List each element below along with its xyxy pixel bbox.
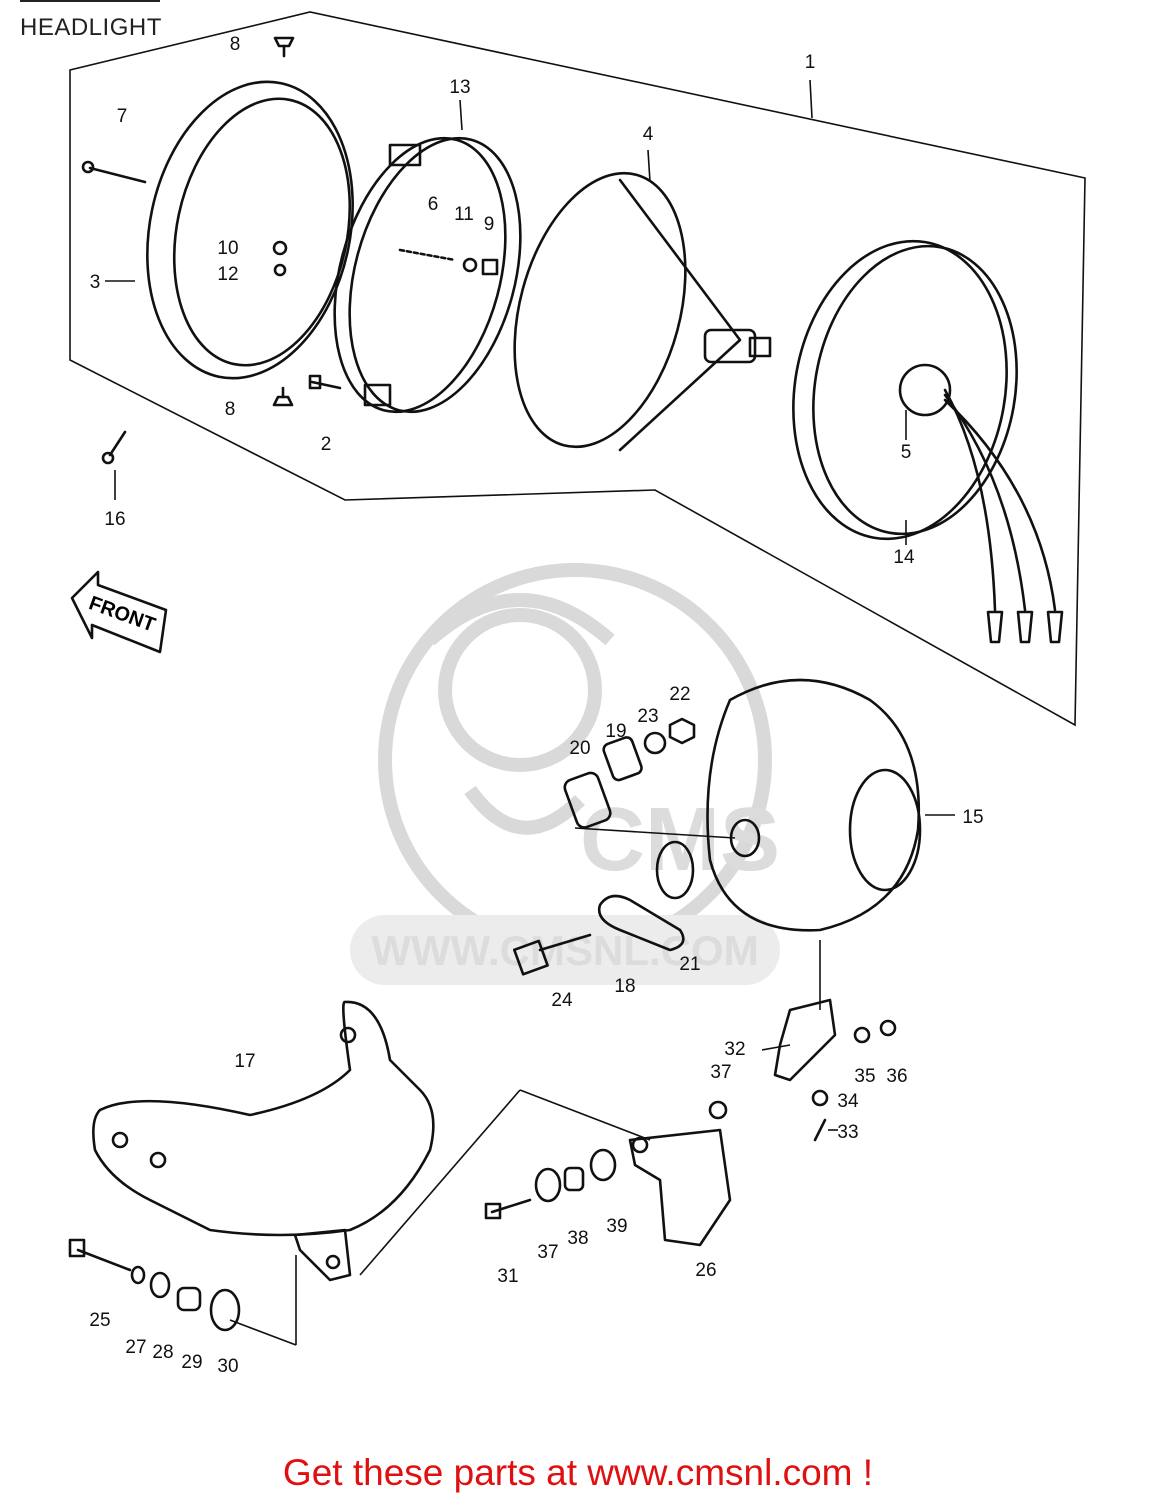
headlight-stay-part — [92, 1000, 435, 1282]
mounting-ring-part — [333, 136, 522, 414]
page-title: HEADLIGHT — [20, 14, 162, 41]
front-label: FRONT — [86, 592, 158, 636]
callout-3: 3 — [90, 272, 101, 293]
callout-39: 39 — [606, 1216, 627, 1237]
callout-numbers: 1 2 3 4 5 6 7 8 8 9 10 11 12 13 14 15 16… — [89, 34, 983, 1377]
callout-36: 36 — [886, 1066, 907, 1087]
callout-32: 32 — [724, 1039, 745, 1060]
cms-watermark-logo: CMS WWW.CMSNL.COM — [350, 563, 780, 985]
rim-part — [146, 80, 354, 380]
callout-37-left: 37 — [537, 1242, 558, 1263]
callout-10: 10 — [217, 238, 238, 259]
callout-4: 4 — [643, 124, 654, 145]
front-direction-arrow: FRONT — [70, 570, 168, 654]
callout-11: 11 — [454, 204, 474, 225]
callout-29: 29 — [181, 1352, 202, 1373]
callout-17: 17 — [234, 1051, 255, 1072]
mounting-hardware-middle — [512, 717, 696, 976]
callout-27: 27 — [125, 1337, 146, 1358]
callout-31: 31 — [497, 1266, 518, 1287]
callout-5: 5 — [901, 442, 912, 463]
callout-30: 30 — [217, 1356, 238, 1377]
callout-23: 23 — [637, 706, 658, 727]
callout-38: 38 — [567, 1228, 588, 1249]
headlight-parts-diagram: CMS WWW.CMSNL.COM — [68, 11, 1086, 1377]
callout-1: 1 — [805, 52, 816, 73]
callout-18: 18 — [614, 976, 635, 997]
callout-16: 16 — [104, 509, 125, 530]
callout-8-bottom: 8 — [225, 399, 236, 420]
watermark-brand: CMS — [580, 790, 780, 890]
callout-28: 28 — [152, 1342, 173, 1363]
hardware-bottom-left — [68, 1238, 241, 1332]
callout-37-right: 37 — [710, 1062, 731, 1083]
leader-lines — [105, 79, 955, 1131]
lamp-unit-part — [792, 239, 1064, 644]
sealed-beam-part — [513, 171, 772, 452]
hardware-bottom-right — [229, 940, 897, 1346]
callout-12: 12 — [217, 264, 238, 285]
callout-33: 33 — [837, 1122, 858, 1143]
small-hardware-top — [81, 36, 499, 465]
title-rule — [20, 0, 160, 2]
callout-35: 35 — [854, 1066, 875, 1087]
callout-2: 2 — [321, 434, 332, 455]
callout-19: 19 — [605, 721, 626, 742]
watermark-url: WWW.CMSNL.COM — [371, 927, 758, 974]
callout-13: 13 — [449, 77, 470, 98]
footer-link-text[interactable]: Get these parts at www.cmsnl.com ! — [282, 1452, 874, 1493]
callout-8-top: 8 — [230, 34, 241, 55]
callout-9: 9 — [484, 214, 495, 235]
callout-21: 21 — [679, 954, 700, 975]
callout-25: 25 — [89, 1310, 110, 1331]
callout-26: 26 — [695, 1260, 716, 1281]
callout-24: 24 — [551, 990, 573, 1011]
assembly-outline — [69, 11, 1086, 727]
headlight-shell-part — [574, 678, 922, 932]
callout-15: 15 — [962, 807, 983, 828]
callout-14: 14 — [893, 547, 915, 568]
callout-22: 22 — [669, 684, 690, 705]
callout-34: 34 — [837, 1091, 859, 1112]
callout-7: 7 — [117, 106, 128, 127]
callout-20: 20 — [569, 738, 590, 759]
callout-6: 6 — [428, 194, 439, 215]
